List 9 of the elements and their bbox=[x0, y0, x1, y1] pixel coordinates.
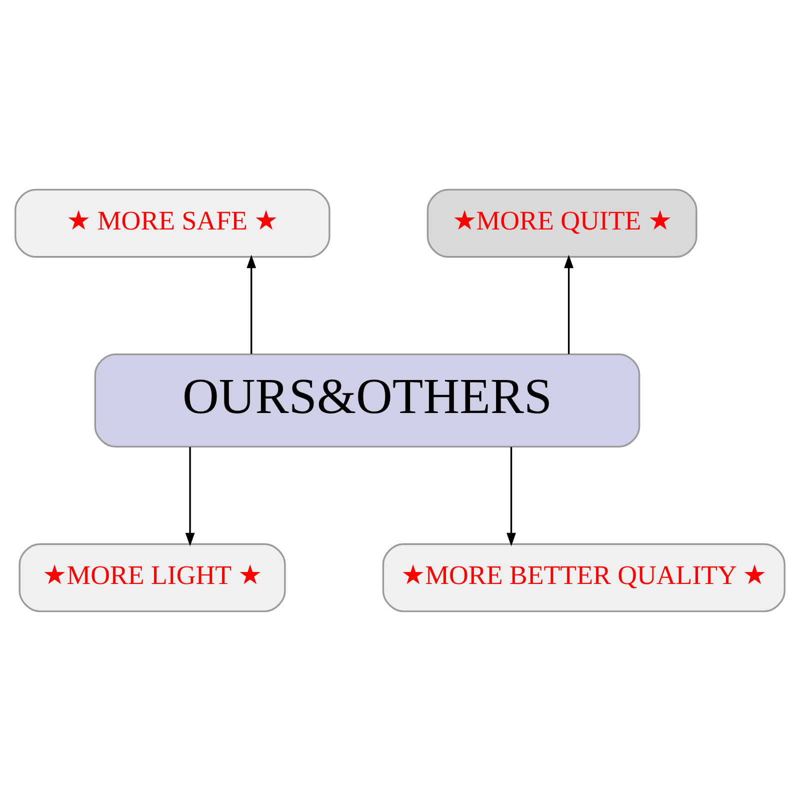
arrow bbox=[506, 446, 516, 546]
node-box: ★MORE LIGHT ★ bbox=[18, 542, 286, 612]
arrow bbox=[246, 254, 256, 354]
node-box: ★MORE BETTER QUALITY ★ bbox=[382, 542, 786, 612]
node-box: ★MORE QUITE ★ bbox=[426, 188, 698, 258]
arrow bbox=[564, 254, 574, 354]
node-box: OURS&OTHERS bbox=[94, 352, 640, 448]
node-box: ★ MORE SAFE ★ bbox=[14, 188, 330, 258]
arrow bbox=[185, 446, 195, 546]
